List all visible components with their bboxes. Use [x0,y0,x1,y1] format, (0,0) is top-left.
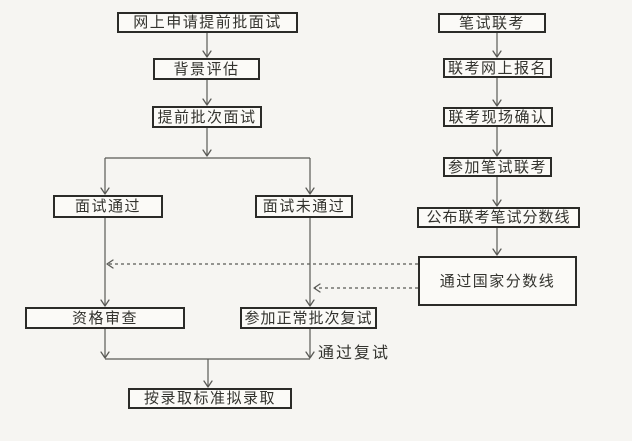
node-normal-batch-retest: 参加正常批次复试 [240,307,377,329]
node-pass-national-score-line: 通过国家分数线 [418,256,577,306]
node-background-eval: 背景评估 [153,58,260,80]
node-publish-joint-exam-score-line: 公布联考笔试分数线 [417,207,580,228]
node-written-joint-exam: 笔试联考 [438,13,546,33]
node-interview-fail: 面试未通过 [255,195,353,218]
node-take-written-joint-exam: 参加笔试联考 [443,157,552,177]
node-interview-pass: 面试通过 [53,195,163,218]
node-admission: 按录取标准拟录取 [128,388,292,409]
node-joint-exam-online-register: 联考网上报名 [443,58,552,78]
node-joint-exam-onsite-confirm: 联考现场确认 [443,107,553,127]
edge-label-pass-retest: 通过复试 [318,345,391,362]
node-apply-online: 网上申请提前批面试 [117,12,298,33]
node-early-batch-interview: 提前批次面试 [152,106,262,128]
node-qualification-review: 资格审查 [25,307,185,329]
